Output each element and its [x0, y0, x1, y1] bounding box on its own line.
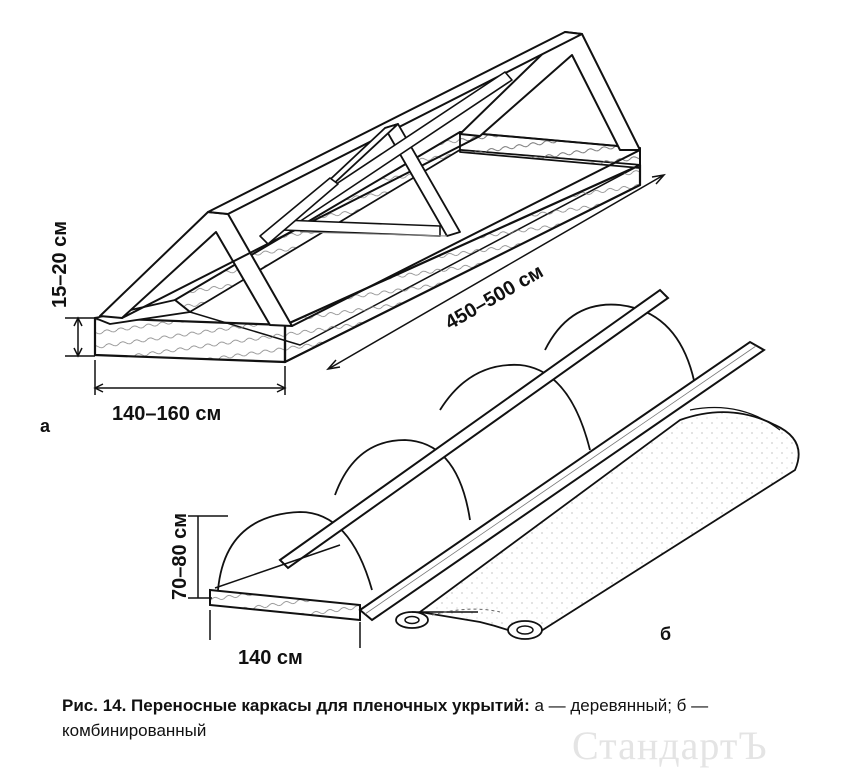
film-sheet [417, 411, 800, 640]
frame-b-combined [209, 288, 800, 640]
rail-front [358, 340, 766, 622]
label-width-a: 140–160 см [112, 403, 221, 425]
hoop-1 [217, 511, 373, 591]
box-front-end [93, 316, 287, 364]
label-panel-b: б [660, 624, 671, 644]
caption-lead: Рис. 14. Переносные каркасы для пленочны… [62, 696, 530, 715]
rail-top [278, 288, 670, 570]
frame-a-wooden [93, 31, 642, 364]
film-roll-right [507, 620, 543, 640]
watermark-logo: СтандартЪ [572, 723, 768, 768]
label-height-a: 15–20 см [49, 221, 71, 308]
hoop-4 [544, 303, 696, 386]
label-panel-a: а [40, 416, 51, 436]
caption-rest: а — деревянный; б — комбинированный [62, 696, 709, 740]
base-short-end [209, 588, 361, 622]
dimensions-b [188, 515, 361, 648]
hoop-3 [439, 363, 591, 451]
hoop-2 [334, 439, 471, 521]
dimensions-a [65, 173, 666, 395]
figure-caption: Рис. 14. Переносные каркасы для пленочны… [62, 693, 822, 743]
label-width-b: 140 см [238, 647, 303, 669]
label-height-b: 70–80 см [169, 513, 191, 600]
ridge-beam [207, 31, 583, 215]
